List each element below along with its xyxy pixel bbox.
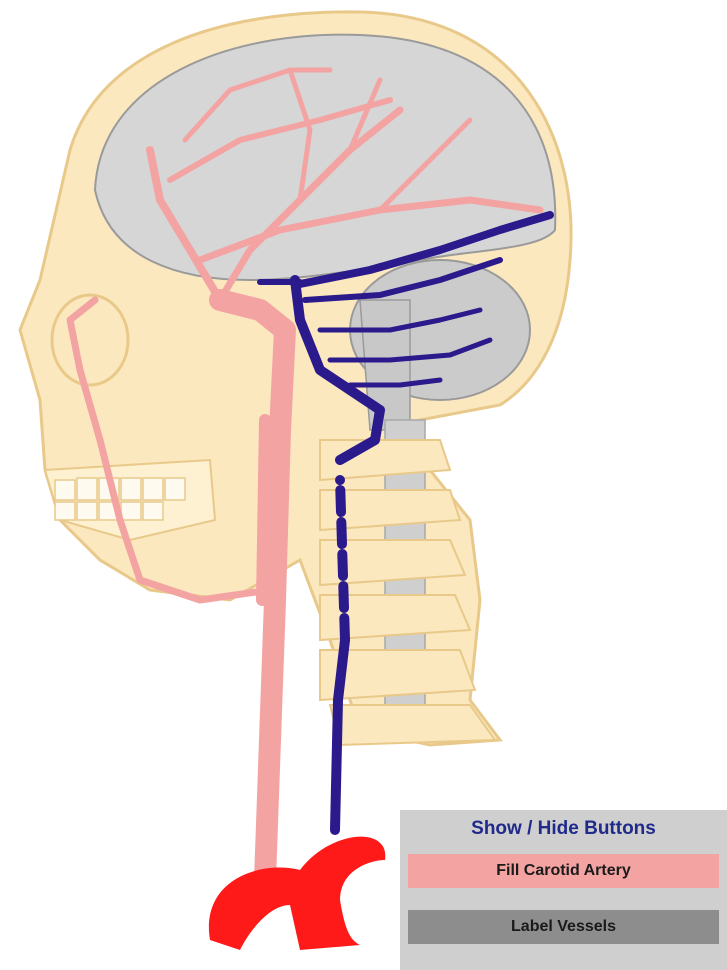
label-vessels-button[interactable]: Label Vessels	[408, 910, 719, 944]
aortic-arch	[209, 837, 385, 950]
fill-carotid-artery-button[interactable]: Fill Carotid Artery	[408, 854, 719, 888]
show-hide-panel: Show / Hide Buttons Fill Carotid Artery …	[400, 810, 727, 970]
panel-title: Show / Hide Buttons	[400, 818, 727, 840]
